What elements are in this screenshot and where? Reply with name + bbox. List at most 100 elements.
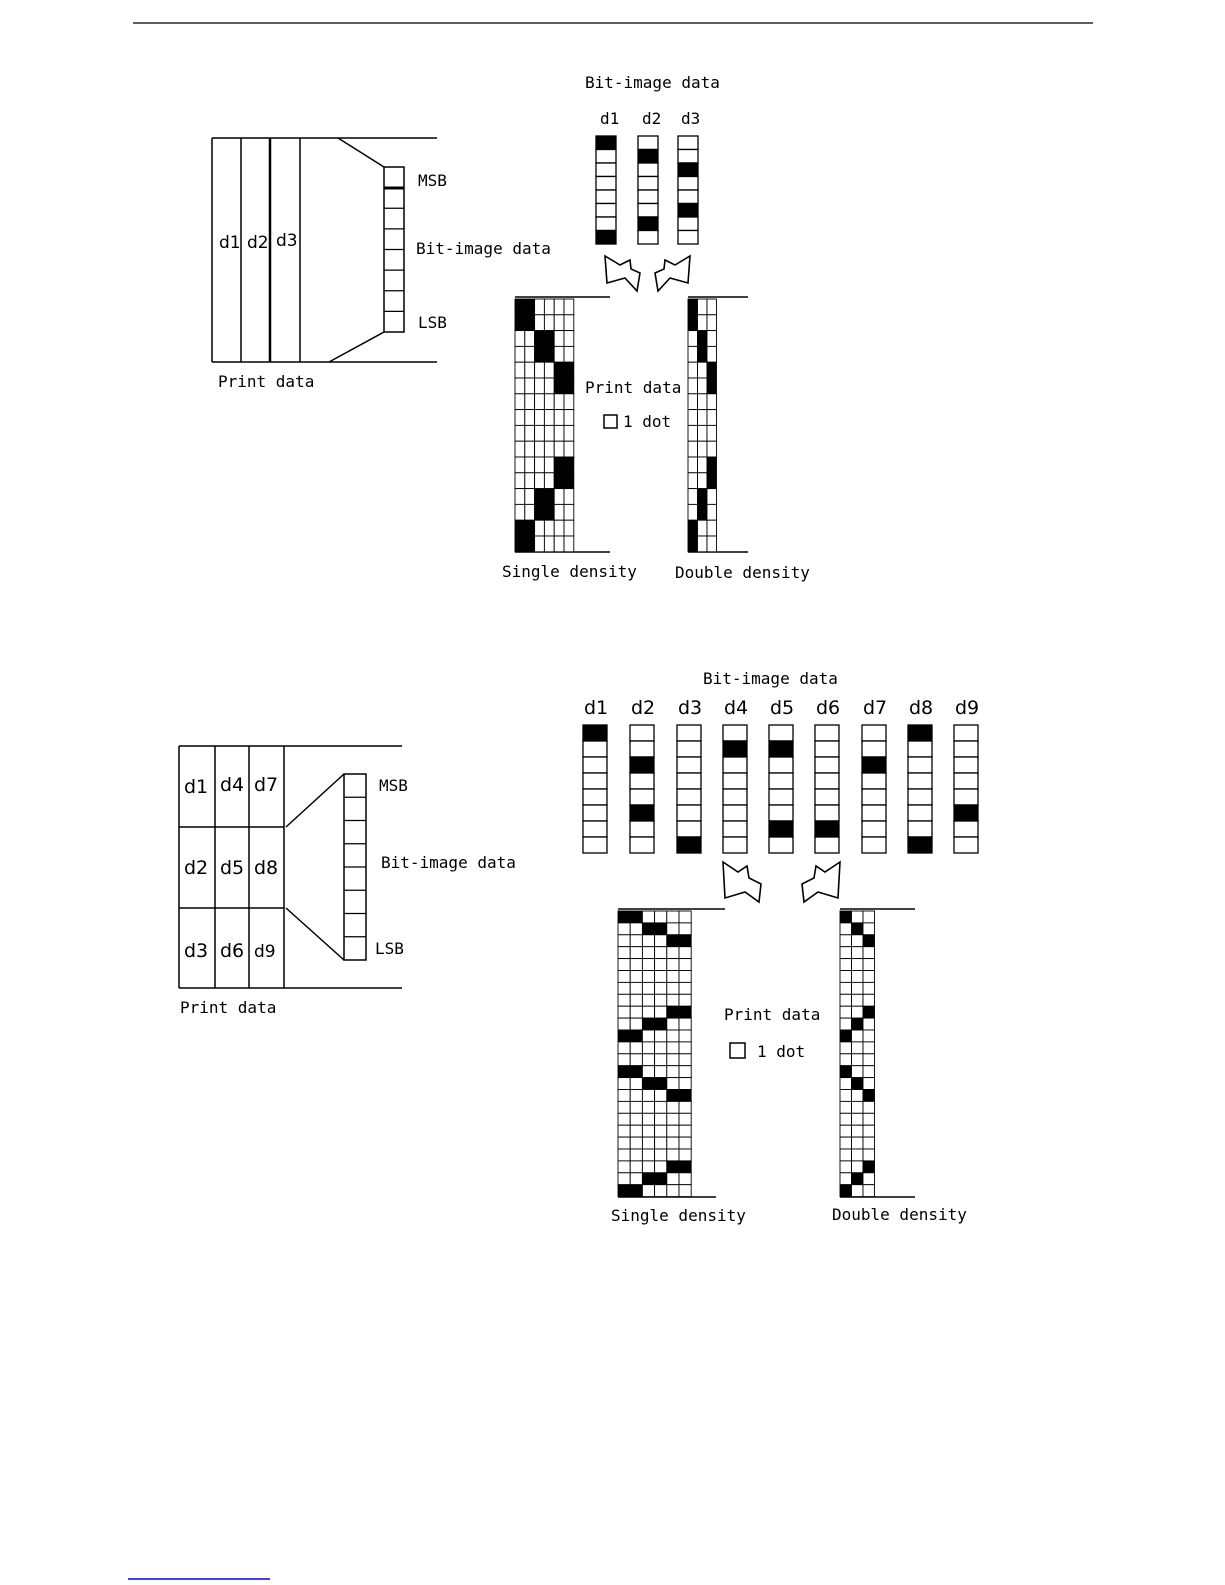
bit-cell-off xyxy=(815,725,839,741)
grid-dot-off xyxy=(863,959,875,971)
grid-dot-on xyxy=(655,1018,667,1030)
grid-dot-off xyxy=(679,971,691,983)
grid-dot-off xyxy=(655,1054,667,1066)
grid-dot-off xyxy=(840,1137,852,1149)
bit-cell-off xyxy=(630,741,654,757)
grid-dot-off xyxy=(667,1030,679,1042)
grid-dot-off xyxy=(515,410,525,426)
bit-cell-off xyxy=(583,837,607,853)
dot-legend-square xyxy=(730,1043,745,1058)
bit-cell-off xyxy=(954,773,978,789)
bit-cell-off xyxy=(583,821,607,837)
grid-dot-on xyxy=(564,378,574,394)
grid-dot-off xyxy=(642,1149,654,1161)
grid-dot-off xyxy=(698,457,708,473)
grid-dot-on xyxy=(698,489,708,505)
grid-dot-off xyxy=(544,441,554,457)
bit-cell-off xyxy=(596,177,616,191)
grid-dot-on xyxy=(852,1078,864,1090)
bit-image-byte-d1 xyxy=(583,725,607,853)
grid-dot-on xyxy=(642,923,654,935)
grid-dot-off xyxy=(544,378,554,394)
grid-dot-off xyxy=(618,1006,630,1018)
grid-dot-off xyxy=(535,441,545,457)
grid-dot-off xyxy=(679,1125,691,1137)
bit-image-byte-d8 xyxy=(908,725,932,853)
grid-dot-off xyxy=(852,1125,864,1137)
grid-dot-off xyxy=(525,362,535,378)
grid-dot-off xyxy=(655,911,667,923)
bit-cell-off xyxy=(954,789,978,805)
grid-dot-off xyxy=(544,299,554,315)
grid-dot-off xyxy=(564,489,574,505)
side-bit-image-label: Bit-image data xyxy=(416,239,551,258)
grid-dot-on xyxy=(642,1018,654,1030)
bit-cell-off xyxy=(678,231,698,245)
grid-dot-off xyxy=(698,473,708,489)
bit-cell-off xyxy=(908,741,932,757)
print-grid-cell-d1: d1 xyxy=(184,776,208,798)
grid-dot-off xyxy=(544,315,554,331)
grid-dot-off xyxy=(667,959,679,971)
grid-dot-off xyxy=(618,1173,630,1185)
grid-dot-on xyxy=(667,935,679,947)
grid-dot-off xyxy=(852,911,864,923)
bit-cell-on xyxy=(862,757,886,773)
grid-dot-off xyxy=(544,536,554,552)
grid-dot-off xyxy=(554,410,564,426)
grid-dot-off xyxy=(630,994,642,1006)
grid-dot-off xyxy=(642,1185,654,1197)
grid-dot-off xyxy=(679,1173,691,1185)
bit-cell-off xyxy=(678,150,698,164)
grid-dot-off xyxy=(515,394,525,410)
grid-dot-off xyxy=(618,1161,630,1173)
grid-dot-off xyxy=(515,346,525,362)
grid-dot-off xyxy=(564,315,574,331)
grid-dot-off xyxy=(840,1006,852,1018)
grid-dot-off xyxy=(852,1161,864,1173)
print-grid-cell-d5: d5 xyxy=(220,857,244,879)
grid-dot-off xyxy=(618,1125,630,1137)
print-grid-cell-d7: d7 xyxy=(254,774,278,796)
grid-dot-off xyxy=(618,1149,630,1161)
grid-dot-off xyxy=(698,299,708,315)
grid-dot-off xyxy=(688,362,698,378)
grid-dot-off xyxy=(698,378,708,394)
grid-dot-off xyxy=(707,315,717,331)
grid-dot-off xyxy=(655,1161,667,1173)
msb-label: MSB xyxy=(418,171,447,190)
grid-dot-off xyxy=(630,1018,642,1030)
grid-dot-off xyxy=(698,520,708,536)
grid-dot-off xyxy=(630,1113,642,1125)
bit-cell-off xyxy=(723,725,747,741)
grid-dot-off xyxy=(618,971,630,983)
grid-dot-off xyxy=(618,1018,630,1030)
grid-dot-off xyxy=(852,959,864,971)
grid-dot-off xyxy=(630,1125,642,1137)
grid-dot-on xyxy=(618,1185,630,1197)
bit-cell-off xyxy=(954,757,978,773)
grid-dot-off xyxy=(852,1149,864,1161)
grid-dot-off xyxy=(642,971,654,983)
down-left-arrow-icon xyxy=(802,862,840,902)
grid-dot-off xyxy=(655,959,667,971)
grid-dot-on xyxy=(544,346,554,362)
bit-cell-on xyxy=(638,150,658,164)
print-grid-cell-d3: d3 xyxy=(184,940,208,962)
grid-dot-off xyxy=(679,947,691,959)
bit-cell-off xyxy=(769,773,793,789)
print-grid-cell-d4: d4 xyxy=(220,774,244,796)
grid-dot-off xyxy=(554,536,564,552)
grid-dot-off xyxy=(554,315,564,331)
print-column-label-d2: d2 xyxy=(247,233,269,253)
bit-cell-on xyxy=(954,805,978,821)
grid-dot-off xyxy=(642,935,654,947)
grid-dot-on xyxy=(525,520,535,536)
grid-dot-off xyxy=(688,346,698,362)
grid-dot-on xyxy=(554,362,564,378)
grid-dot-off xyxy=(525,504,535,520)
grid-dot-on xyxy=(707,378,717,394)
grid-dot-off xyxy=(852,1113,864,1125)
grid-dot-off xyxy=(840,935,852,947)
grid-dot-off xyxy=(515,441,525,457)
